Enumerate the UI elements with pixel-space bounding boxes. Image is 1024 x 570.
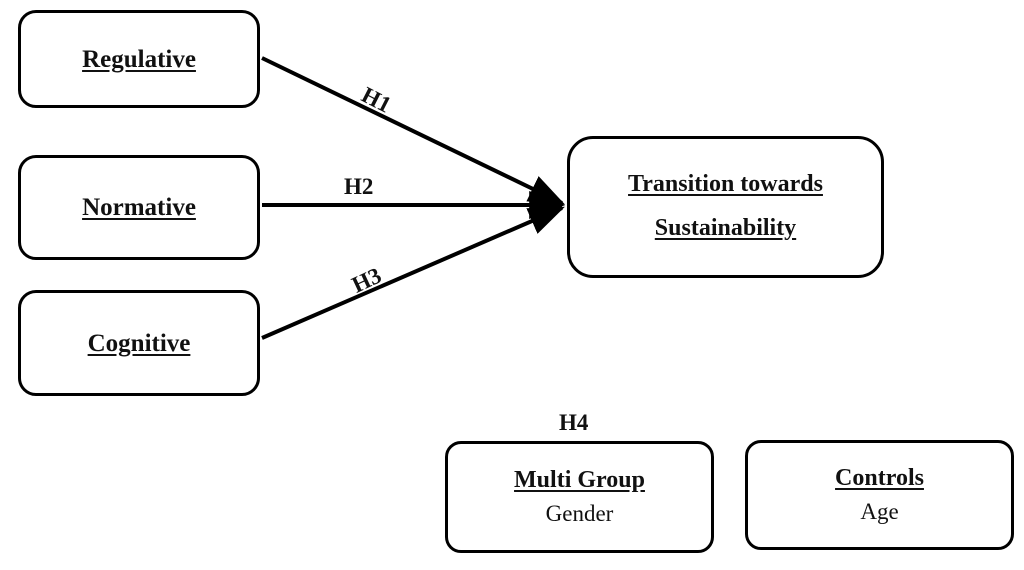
edge-h1-line	[261, 56, 565, 205]
node-regulative-title: Regulative	[82, 45, 196, 73]
edge-h3-line	[261, 206, 565, 340]
node-regulative[interactable]: Regulative	[18, 10, 260, 108]
edge-label-h3: H3	[348, 262, 386, 298]
node-controls[interactable]: Controls Age	[745, 440, 1014, 550]
edge-label-h2: H2	[344, 174, 374, 199]
edge-label-h1: H1	[357, 82, 396, 118]
node-controls-subtitle: Age	[860, 498, 899, 524]
node-multi-group[interactable]: Multi Group Gender	[445, 441, 714, 553]
node-multi-group-subtitle: Gender	[545, 500, 614, 526]
node-normative-title: Normative	[82, 194, 196, 221]
edge-label-h4: H4	[559, 410, 589, 435]
node-cognitive[interactable]: Cognitive	[18, 290, 260, 396]
node-transition-title-line2: Sustainability	[654, 215, 797, 241]
node-transition[interactable]: Transition towards Sustainability	[567, 136, 884, 278]
node-transition-title-line1: Transition towards	[628, 171, 823, 198]
node-controls-title: Controls	[835, 464, 924, 491]
node-cognitive-title: Cognitive	[87, 329, 191, 357]
node-multi-group-title: Multi Group	[514, 466, 645, 493]
node-normative[interactable]: Normative	[18, 155, 260, 260]
